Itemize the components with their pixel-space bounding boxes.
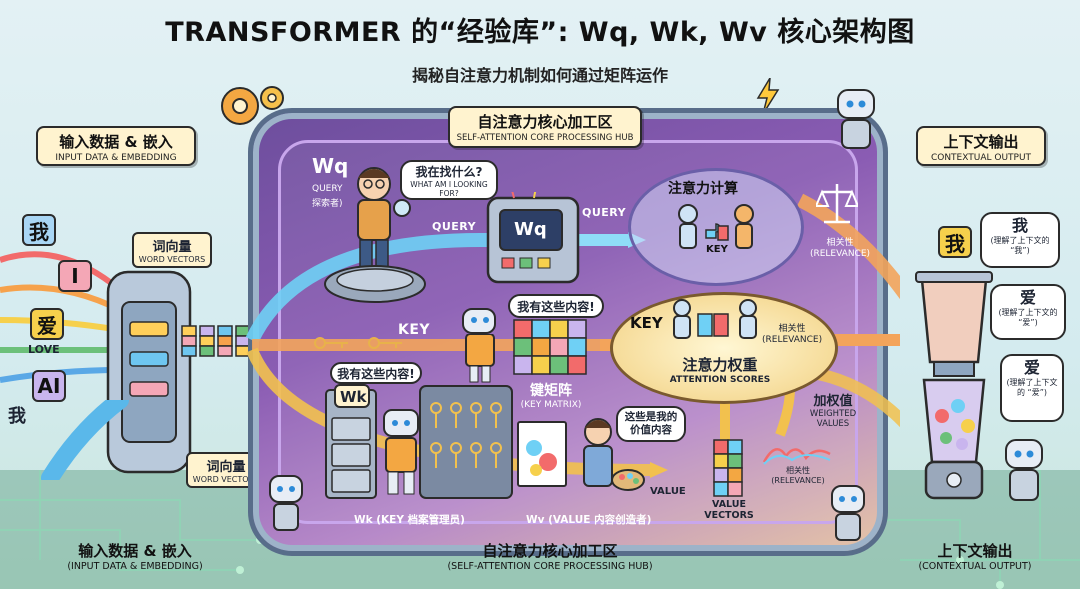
relevance-bot-zh: 相关性 <box>760 466 836 476</box>
robot-top-right <box>828 86 884 156</box>
key-robot <box>462 308 496 334</box>
input-panel-label-zh: 输入数据 & 嵌入 <box>38 131 194 152</box>
footer-input-zh: 输入数据 & 嵌入 <box>40 540 230 561</box>
wk-cabinet-label: Wk <box>334 384 370 408</box>
footer-hub-en: (SELF-ATTENTION CORE PROCESSING HUB) <box>420 561 680 572</box>
output-panel-label-en: CONTEXTUAL OUTPUT <box>918 153 1044 163</box>
wv-painter-figure <box>516 412 646 504</box>
relevance-top: 相关性 (RELEVANCE) <box>800 238 880 260</box>
key-matrix-puzzle <box>512 318 588 378</box>
relevance-top-en: (RELEVANCE) <box>800 249 880 260</box>
attention-key-label: KEY <box>630 314 663 332</box>
footer-hub-zh: 自注意力核心加工区 <box>420 540 680 561</box>
query-arrow-label: QUERY <box>432 220 476 233</box>
output-bubble-1-small: (理解了上下文的 “我”) <box>982 236 1058 256</box>
output-panel-label-zh: 上下文输出 <box>918 131 1044 152</box>
footer-output-en: (CONTEXTUAL OUTPUT) <box>900 561 1050 572</box>
key-cabinet <box>418 384 514 502</box>
attention-weights-en: ATTENTION SCORES <box>650 375 790 385</box>
value-arrow-label: VALUE <box>650 486 686 497</box>
love-label: LOVE <box>28 343 60 356</box>
relevance-mid-zh: 相关性 <box>762 324 822 335</box>
robot-bottom-left <box>262 472 310 544</box>
key-robot-eye-right <box>483 317 489 323</box>
output-bubble-2-big: 爱 <box>992 288 1064 308</box>
footer-input-label: 输入数据 & 嵌入 (INPUT DATA & EMBEDDING) <box>40 540 230 572</box>
relevance-top-zh: 相关性 <box>800 238 880 249</box>
balance-scale-icon <box>816 178 858 228</box>
input-tile-i: I <box>58 260 92 292</box>
output-bubble-2: 爱 (理解了上下文的 “爱”) <box>990 284 1066 340</box>
weighted-values-zh: 加权值 <box>800 390 866 409</box>
key-bubble-zh: 我有这些内容! <box>510 300 602 315</box>
weighted-values-en-2: VALUES <box>800 419 866 429</box>
attention-calc-title: 注意力计算 <box>668 178 738 198</box>
wv-role-label: Wv (VALUE 内容创造者) <box>526 512 651 527</box>
footer-output-zh: 上下文输出 <box>900 540 1050 561</box>
context-blender <box>912 266 996 504</box>
footer-hub-label: 自注意力核心加工区 (SELF-ATTENTION CORE PROCESSIN… <box>420 540 680 572</box>
wq-bubble-zh: 我在找什么? <box>402 165 496 180</box>
footer-input-en: (INPUT DATA & EMBEDDING) <box>40 561 230 572</box>
key-matrix-label: 键矩阵 (KEY MATRIX) <box>506 380 596 410</box>
key-icons-row <box>312 334 422 352</box>
input-tile-wo: 我 <box>22 214 56 246</box>
wq-bubble-en: WHAT AM I LOOKING FOR? <box>402 180 496 199</box>
input-panel-label: 输入数据 & 嵌入 INPUT DATA & EMBEDDING <box>36 126 196 166</box>
key-matrix-zh: 键矩阵 <box>506 380 596 400</box>
output-bubble-1-big: 我 <box>982 216 1058 236</box>
key-matrix-en: (KEY MATRIX) <box>506 400 596 410</box>
robot-bottom-center <box>824 482 872 554</box>
attention-weights-zh: 注意力权重 <box>650 354 790 375</box>
page-title: TRANSFORMER 的“经验库”: Wq, Wk, Wv 核心架构图 <box>0 10 1080 49</box>
value-vector-stack <box>710 436 750 506</box>
hub-label-zh: 自注意力核心加工区 <box>450 111 640 132</box>
wk-speech-bubble: 我有这些内容! <box>330 362 422 384</box>
relevance-wave <box>762 436 832 466</box>
output-bubble-3-small: (理解了上下文的 “爱”) <box>1002 378 1062 398</box>
key-robot-eye-left <box>471 317 477 323</box>
wq-machine-label: Wq <box>514 219 547 240</box>
output-bubble-3-big: 爱 <box>1002 358 1062 378</box>
weighted-values-en-1: WEIGHTED <box>800 409 866 419</box>
input-tile-ai-love: 爱 <box>30 308 64 340</box>
query-out-label: QUERY <box>582 206 626 219</box>
weighted-values-label: 加权值 WEIGHTED VALUES <box>800 390 866 429</box>
calc-key-label: KEY <box>706 244 728 255</box>
page-subtitle: 揭秘自注意力机制如何通过矩阵运作 <box>0 62 1080 86</box>
wq-machine <box>484 192 584 288</box>
value-vectors-line2: VECTORS <box>696 511 762 522</box>
key-robot-body <box>462 334 498 384</box>
wq-gear-platform <box>320 258 430 308</box>
footer-output-label: 上下文输出 (CONTEXTUAL OUTPUT) <box>900 540 1050 572</box>
output-tile-wo: 我 <box>938 226 972 258</box>
output-panel-label: 上下文输出 CONTEXTUAL OUTPUT <box>916 126 1046 166</box>
output-bubble-2-small: (理解了上下文的 “爱”) <box>992 308 1064 328</box>
conveyor-stream <box>40 400 130 480</box>
input-tile-ai: AI <box>32 370 66 402</box>
stray-character: 我 <box>8 402 26 428</box>
attention-weights-label: 注意力权重 ATTENTION SCORES <box>650 354 790 385</box>
wk-role-label: Wk (KEY 档案管理员) <box>354 512 465 527</box>
relevance-mid: 相关性 (RELEVANCE) <box>762 324 822 346</box>
input-panel-label-en: INPUT DATA & EMBEDDING <box>38 153 194 163</box>
robot-bottom-right <box>996 436 1052 516</box>
key-speech-bubble: 我有这些内容! <box>508 294 604 318</box>
output-bubble-1: 我 (理解了上下文的 “我”) <box>980 212 1060 268</box>
relevance-mid-en: (RELEVANCE) <box>762 335 822 346</box>
wk-bubble-zh: 我有这些内容! <box>332 367 420 382</box>
attention-puzzle-figures <box>660 296 770 352</box>
output-bubble-3: 爱 (理解了上下文的 “爱”) <box>1000 354 1064 422</box>
value-vectors-label: VALUE VECTORS <box>696 500 762 522</box>
